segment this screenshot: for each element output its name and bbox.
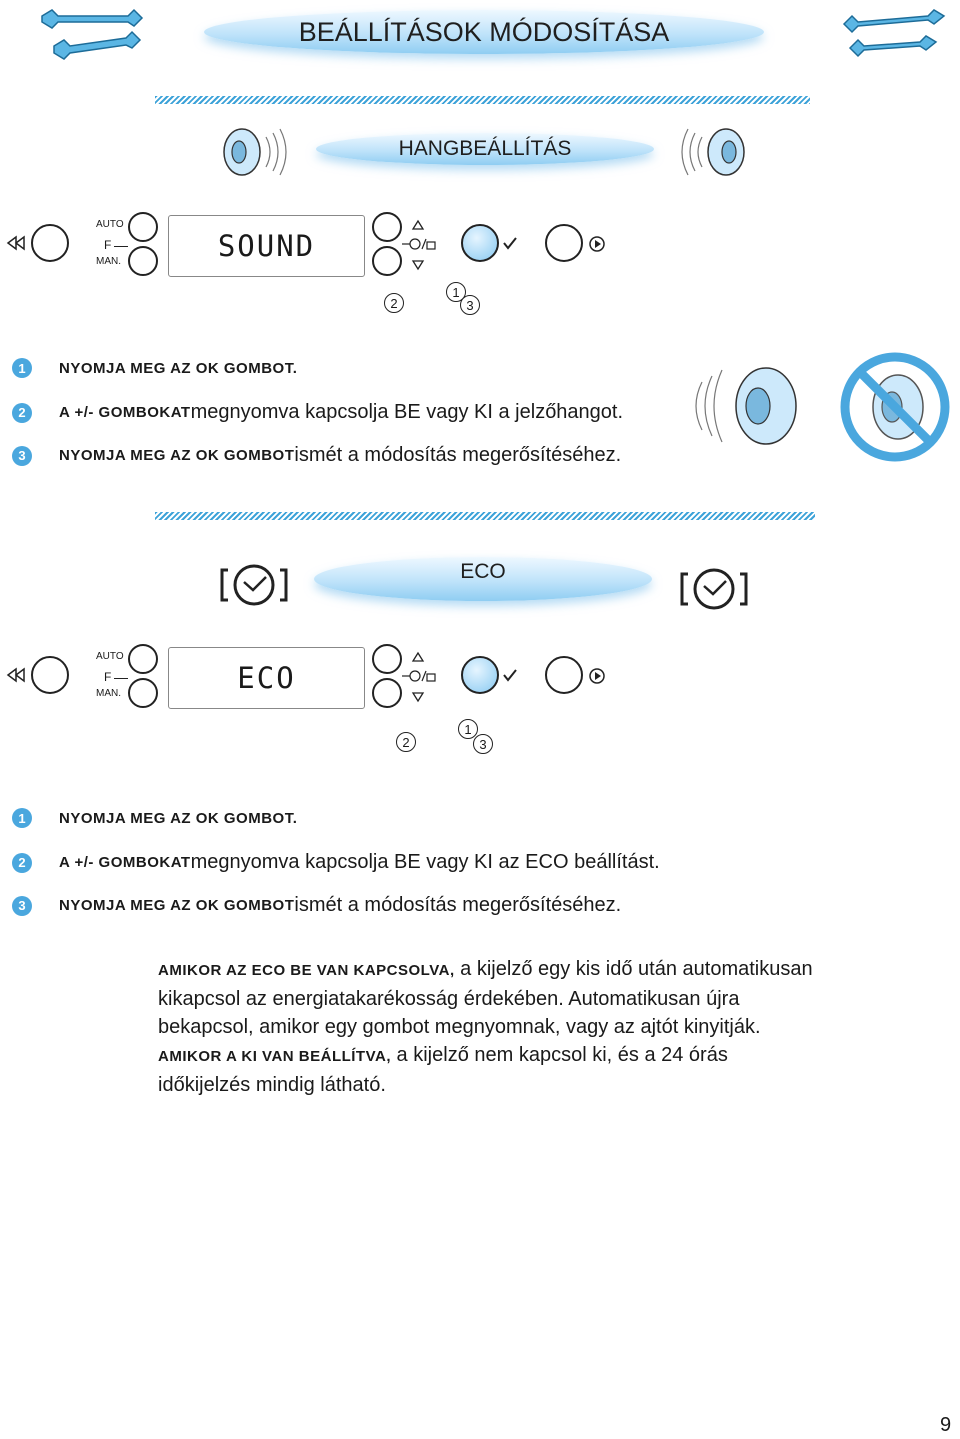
step-number: 2 (12, 402, 32, 423)
note-paragraph: Amikor a KI van beállítva, a kijelző nem… (158, 1041, 813, 1099)
step-marker: 3 (473, 734, 493, 754)
step-text: megnyomva kapcsolja BE vagy KI az ECO be… (190, 851, 660, 873)
step-marker: 2 (384, 293, 404, 313)
ok-button[interactable] (461, 224, 499, 262)
instruction-step: 1 Nyomja meg az OK gombot. (12, 358, 297, 378)
mode-label-f: F (104, 670, 112, 684)
step-lead: Nyomja meg az OK gombot (59, 897, 295, 914)
start-button[interactable] (545, 224, 583, 262)
mode-label-man: MAN. (96, 256, 121, 267)
step-lead: Nyomja meg az OK gombot. (59, 359, 298, 377)
speaker-off-icon (840, 352, 950, 462)
mode-label-auto: AUTO (96, 651, 124, 662)
section-heading-eco: ECO (314, 557, 652, 601)
step-marker: 3 (460, 295, 480, 315)
step-text: megnyomva kapcsolja BE vagy KI a jelzőha… (190, 401, 624, 423)
step-number: 1 (12, 358, 32, 378)
watch-icon (680, 568, 748, 610)
wrench-icon (41, 8, 144, 60)
instruction-step: 2 A +/- gombokat megnyomva kapcsolja BE … (12, 401, 623, 424)
connector-line (114, 246, 128, 247)
step-number: 1 (12, 808, 32, 828)
watch-icon (220, 564, 288, 606)
wrench-icon (842, 9, 946, 58)
note-text: a kijelző nem kapcsol ki, és a 24 órás i… (158, 1044, 728, 1096)
speaker-icon (681, 128, 745, 176)
auto-button[interactable] (128, 644, 158, 674)
speaker-icon (223, 128, 287, 176)
manual-button[interactable] (128, 678, 158, 708)
divider (155, 512, 815, 520)
section-heading-sound: HANGBEÁLLÍTÁS (316, 133, 654, 165)
instruction-step: 3 Nyomja meg az OK gombot ismét a módosí… (12, 444, 621, 467)
control-panel: AUTO F MAN. SOUND 2 1 3 (0, 205, 620, 315)
note-lead: Amikor az ECO be van kapcsolva, (158, 962, 455, 979)
rewind-icon (6, 235, 25, 251)
timer-lock-icon (402, 219, 436, 271)
display-screen: SOUND (168, 215, 365, 277)
timer-lock-icon (402, 651, 436, 703)
instruction-step: 3 Nyomja meg az OK gombot ismét a módosí… (12, 894, 621, 917)
back-button[interactable] (31, 656, 69, 694)
speaker-on-icon (695, 367, 797, 445)
plus-button[interactable] (372, 212, 402, 242)
manual-button[interactable] (128, 246, 158, 276)
mode-label-f: F (104, 238, 112, 252)
eco-note: Amikor az ECO be van kapcsolva, a kijelz… (158, 955, 813, 1099)
play-icon (589, 236, 605, 252)
instruction-step: 1 Nyomja meg az OK gombot. (12, 808, 297, 828)
rewind-icon (6, 667, 25, 683)
step-lead: Nyomja meg az OK gombot (59, 447, 295, 464)
play-icon (589, 668, 605, 684)
start-button[interactable] (545, 656, 583, 694)
instruction-step: 2 A +/- gombokat megnyomva kapcsolja BE … (12, 851, 660, 874)
note-paragraph: Amikor az ECO be van kapcsolva, a kijelz… (158, 955, 813, 1041)
divider (155, 96, 810, 104)
page-number: 9 (940, 1414, 952, 1436)
step-number: 3 (12, 445, 32, 466)
step-number: 2 (12, 852, 32, 873)
ok-button[interactable] (461, 656, 499, 694)
checkmark-icon (503, 237, 517, 250)
minus-button[interactable] (372, 678, 402, 708)
note-lead: Amikor a KI van beállítva, (158, 1048, 391, 1065)
step-marker: 2 (396, 732, 416, 752)
plus-button[interactable] (372, 644, 402, 674)
mode-label-man: MAN. (96, 688, 121, 699)
step-marker: 1 (446, 282, 466, 302)
auto-button[interactable] (128, 212, 158, 242)
step-number: 3 (12, 895, 32, 916)
control-panel: AUTO F MAN. ECO 2 1 3 (0, 637, 620, 754)
display-screen: ECO (168, 647, 365, 709)
step-lead: A +/- gombokat (59, 854, 191, 871)
step-lead: Nyomja meg az OK gombot. (59, 809, 298, 827)
mode-label-auto: AUTO (96, 219, 124, 230)
note-text: a kijelző egy kis idő után automatikusan… (158, 958, 813, 1038)
minus-button[interactable] (372, 246, 402, 276)
page-title: BEÁLLÍTÁSOK MÓDOSÍTÁSA (204, 10, 764, 54)
step-text: ismét a módosítás megerősítéséhez. (294, 444, 622, 466)
back-button[interactable] (31, 224, 69, 262)
step-marker: 1 (458, 719, 478, 739)
checkmark-icon (503, 669, 517, 682)
step-text: ismét a módosítás megerősítéséhez. (294, 894, 622, 916)
step-lead: A +/- gombokat (59, 404, 191, 421)
connector-line (114, 678, 128, 679)
